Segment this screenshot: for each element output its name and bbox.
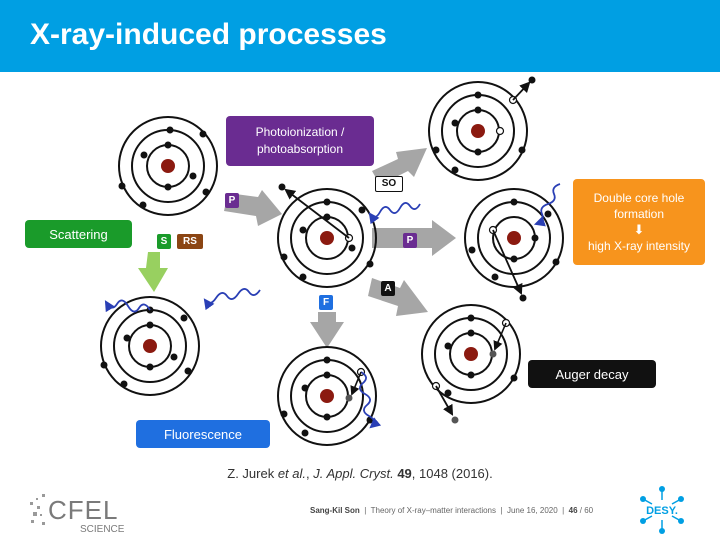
photon-into-scattering xyxy=(203,288,261,311)
citation-volume: 49 xyxy=(397,466,412,481)
tag-p-photoionization: P xyxy=(225,193,239,208)
footer-author: Sang-Kil Son xyxy=(310,506,360,515)
tag-f: F xyxy=(319,295,333,310)
desy-logo-text: DESY. xyxy=(646,505,678,517)
atom-fluorescence xyxy=(277,346,377,446)
atom-shakeoff xyxy=(428,76,536,181)
label-auger: Auger decay xyxy=(528,360,656,388)
citation-sep: , xyxy=(306,466,314,481)
atom-double-core xyxy=(464,188,564,302)
label-double-core: Double core hole formation ⬇ high X-ray … xyxy=(573,179,705,265)
arrow-to-auger xyxy=(368,278,428,316)
cfel-logo-text: CFEL xyxy=(48,495,118,525)
citation: Z. Jurek et al., J. Appl. Cryst. 49, 104… xyxy=(0,466,720,481)
label-scattering-text: Scattering xyxy=(49,226,108,242)
photon-into-photoionized xyxy=(368,202,421,225)
arrow-to-shakeoff xyxy=(372,148,427,185)
label-double-core-line1: Double core hole formation xyxy=(593,191,685,221)
citation-rest: , 1048 (2016). xyxy=(411,466,493,481)
atom-auger xyxy=(421,304,521,424)
photon-into-double-core xyxy=(533,183,561,227)
title-bar xyxy=(0,0,720,72)
fluorescence-transition-arrow xyxy=(350,371,362,396)
citation-journal: J. Appl. Cryst. xyxy=(313,466,394,481)
label-auger-text: Auger decay xyxy=(555,366,629,382)
cfel-logo: CFEL SCIENCE xyxy=(28,488,138,541)
footer: Sang-Kil Son | Theory of X-ray–matter in… xyxy=(310,506,593,515)
transition-arrows xyxy=(224,148,456,348)
footer-total: / 60 xyxy=(577,506,594,515)
tag-a: A xyxy=(381,281,395,296)
atom-scattering xyxy=(100,296,200,396)
label-photoionization: Photoionization / photoabsorption xyxy=(226,116,374,166)
tag-so: SO xyxy=(375,176,403,192)
auger-transition-arrow xyxy=(493,322,507,351)
label-fluorescence: Fluorescence xyxy=(136,420,270,448)
photons xyxy=(104,183,561,429)
process-diagram xyxy=(100,76,564,446)
label-scattering: Scattering xyxy=(25,220,132,248)
photon-fluorescence-out xyxy=(359,371,382,429)
tag-s: S xyxy=(157,234,171,249)
label-fluorescence-text: Fluorescence xyxy=(163,426,243,442)
label-double-core-line2: high X-ray intensity xyxy=(587,239,691,253)
citation-etal: et al. xyxy=(277,466,307,481)
arrow-to-scattering xyxy=(138,252,168,292)
footer-text: | Theory of X-ray–matter interactions | … xyxy=(359,506,569,515)
tag-rs: RS xyxy=(177,234,203,249)
arrow-to-fluorescence xyxy=(310,312,344,348)
tag-p-double-core: P xyxy=(403,233,417,248)
atom-photoionized xyxy=(277,183,377,288)
atom-ground xyxy=(118,116,218,216)
label-photoionization-text: Photoionization / photoabsorption xyxy=(255,125,345,156)
desy-logo: DESY. xyxy=(636,484,688,541)
slide-title: X-ray-induced processes xyxy=(30,18,387,51)
footer-page: 46 xyxy=(568,506,578,515)
cfel-logo-subtext: SCIENCE xyxy=(80,524,125,535)
citation-authors: Z. Jurek xyxy=(227,466,278,481)
down-arrow-icon: ⬇ xyxy=(633,222,645,237)
photon-scattered-out xyxy=(104,299,151,313)
